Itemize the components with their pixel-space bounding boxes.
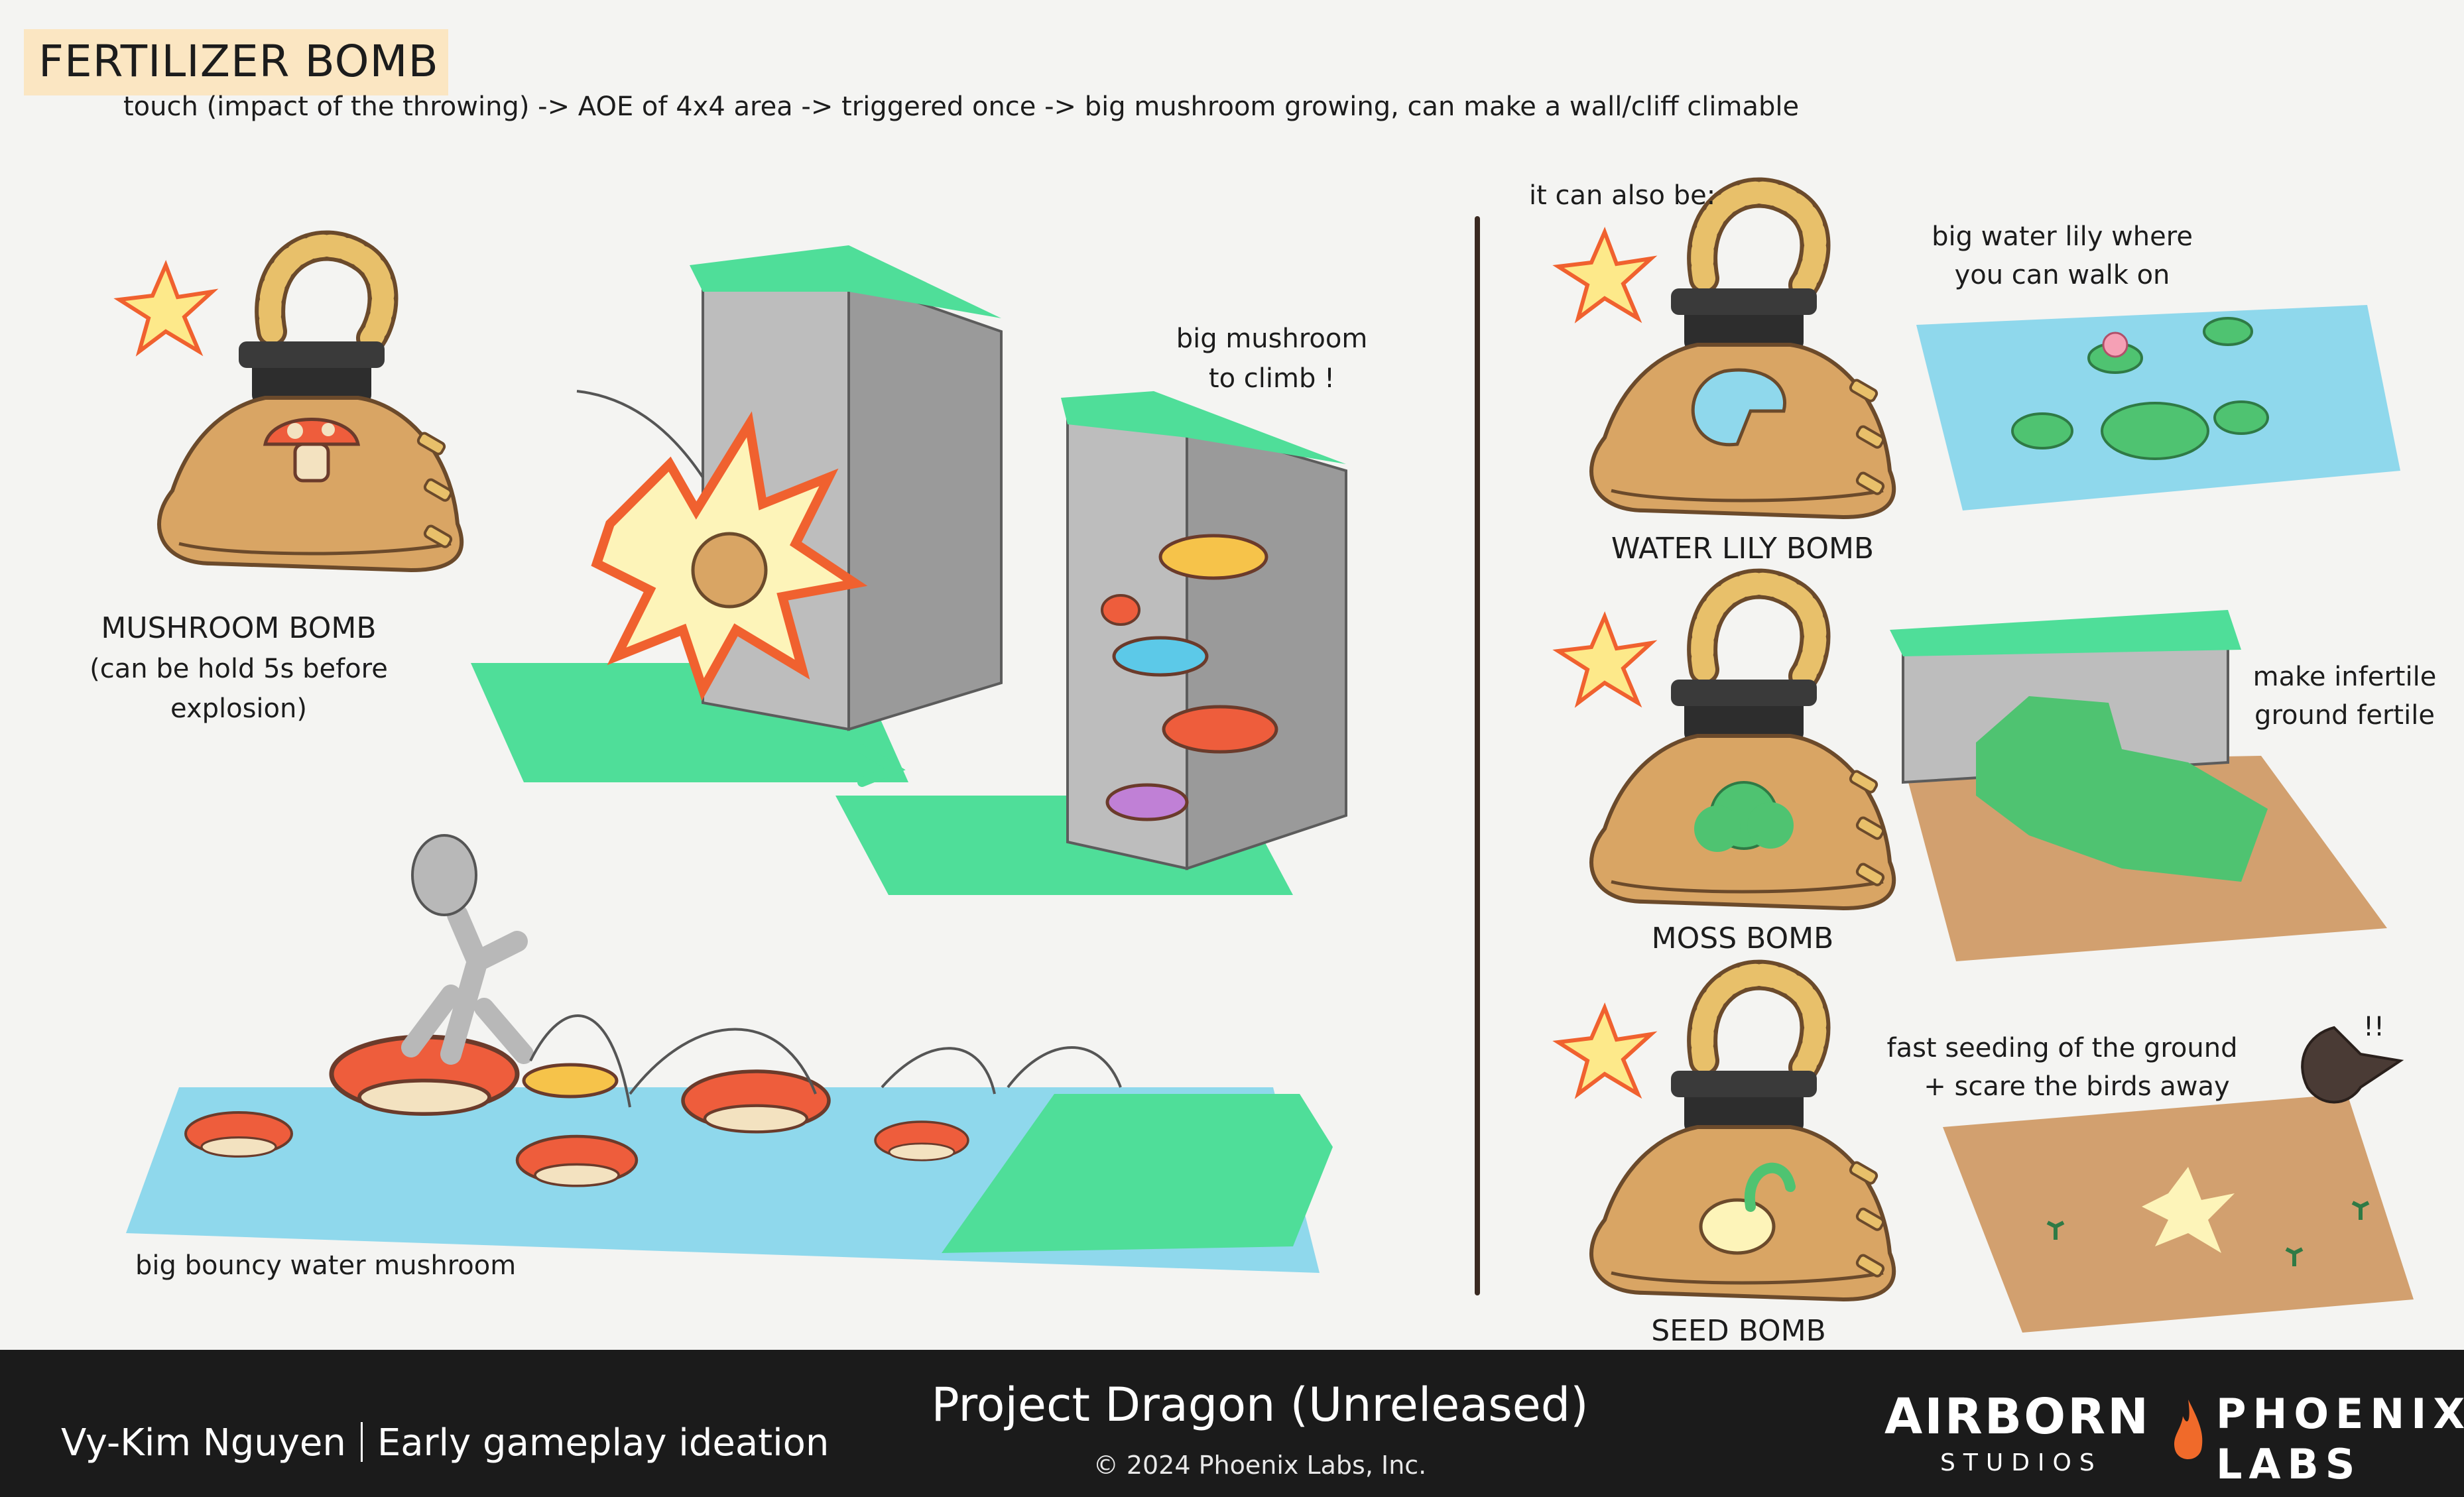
project-title: Project Dragon (Unreleased) xyxy=(931,1378,1589,1432)
seed-bomb-label: SEED BOMB xyxy=(1651,1314,1826,1348)
water-mushroom-label: big bouncy water mushroom xyxy=(135,1250,516,1281)
mushroom-bomb-note-1: (can be hold 5s before xyxy=(90,654,388,684)
spark-icon xyxy=(1558,1008,1651,1094)
copyright-text: © 2024 Phoenix Labs, Inc. xyxy=(1093,1451,1427,1480)
author-credit: Vy-Kim Nguyen Early gameplay ideation xyxy=(61,1421,829,1465)
phoenix-logo-line-1: PHOENIX xyxy=(2216,1390,2464,1438)
spark-icon xyxy=(119,265,212,351)
water-lily-note-2: you can walk on xyxy=(1955,260,2170,290)
page-subtitle: touch (impact of the throwing) -> AOE of… xyxy=(123,91,1800,122)
climb-note-2: to climb ! xyxy=(1209,363,1335,394)
author-role: Early gameplay ideation xyxy=(377,1421,830,1465)
phoenix-logo-line-2: LABS xyxy=(2216,1440,2362,1488)
seed-note-1: fast seeding of the ground xyxy=(1886,1033,2237,1063)
bird-exclamation: !! xyxy=(2363,1012,2384,1042)
phoenix-flame-icon xyxy=(2174,1400,2203,1459)
airborn-logo-subtitle: STUDIOS xyxy=(1940,1449,2103,1476)
wall-explosion-illustration xyxy=(471,245,1003,782)
water-lily-bomb-label: WATER LILY BOMB xyxy=(1611,532,1874,566)
moss-bomb-illustration xyxy=(1591,584,1894,908)
climbable-wall-illustration xyxy=(835,391,1347,895)
water-lily-bomb-illustration xyxy=(1591,193,1894,517)
moss-note-2: ground fertile xyxy=(2254,700,2435,731)
credit-divider xyxy=(360,1422,363,1462)
moss-note-1: make infertile xyxy=(2253,662,2437,692)
footer-bar: Vy-Kim Nguyen Early gameplay ideation Pro… xyxy=(0,1350,2464,1497)
water-lily-pond xyxy=(1916,305,2400,510)
moss-ground xyxy=(1890,610,2387,961)
moss-bomb-label: MOSS BOMB xyxy=(1652,922,1834,955)
water-lily-note-1: big water lily where xyxy=(1932,221,2193,252)
airborn-logo: AIRBORN xyxy=(1884,1388,2151,1445)
seed-bomb-illustration xyxy=(1591,975,1894,1299)
spark-icon xyxy=(1558,232,1651,318)
seed-ground xyxy=(1943,1026,2414,1333)
seed-note-2: + scare the birds away xyxy=(1924,1071,2229,1102)
climb-note-1: big mushroom xyxy=(1176,324,1368,354)
spark-icon xyxy=(1558,617,1651,703)
water-mushroom-illustration xyxy=(126,834,1333,1273)
mushroom-bomb-illustration xyxy=(159,246,462,570)
variants-intro: it can also be: xyxy=(1529,180,1715,211)
mushroom-bomb-label: MUSHROOM BOMB xyxy=(101,611,376,645)
page-title: FERTILIZER BOMB xyxy=(38,36,439,87)
title-highlight xyxy=(24,29,448,95)
mushroom-bomb-note-2: explosion) xyxy=(170,693,307,724)
author-name: Vy-Kim Nguyen xyxy=(61,1421,346,1465)
